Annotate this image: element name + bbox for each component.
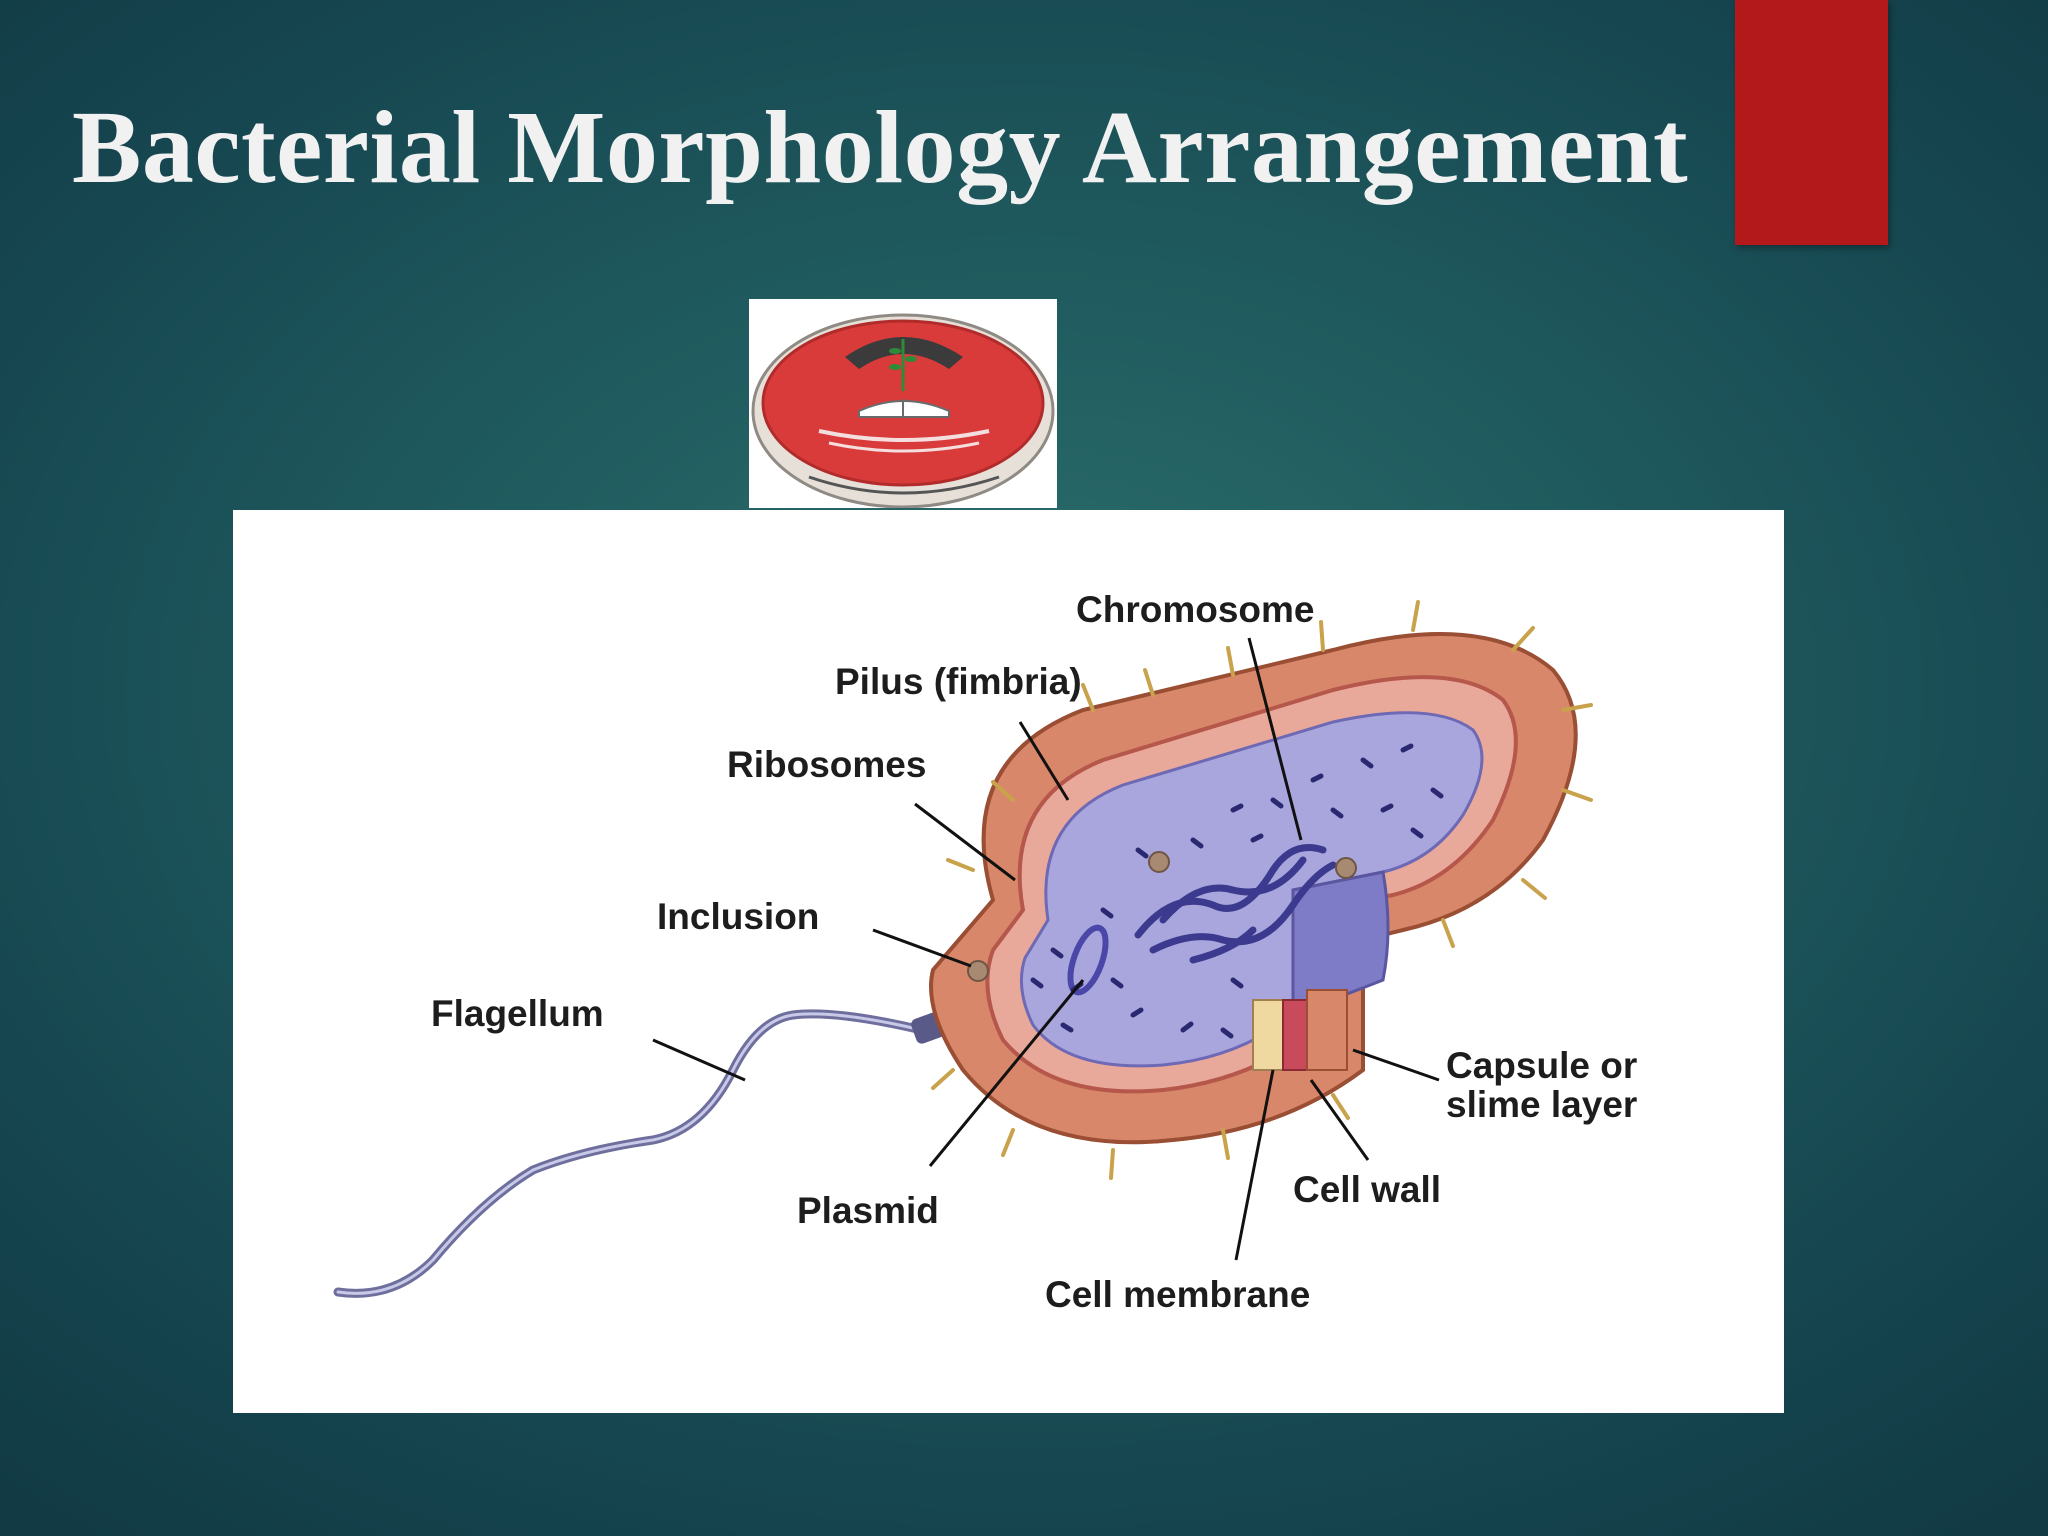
slide-title: Bacterial Morphology Arrangement <box>72 90 1689 205</box>
label-cell-wall: Cell wall <box>1293 1169 1442 1210</box>
university-seal-icon <box>751 313 1055 508</box>
label-inclusion: Inclusion <box>657 896 820 937</box>
flagellum-shape <box>333 1009 938 1298</box>
label-ribosomes: Ribosomes <box>727 744 927 785</box>
bacterial-cell-illustration <box>333 600 1593 1298</box>
label-chromosome: Chromosome <box>1076 589 1315 630</box>
label-capsule-line2: slime layer <box>1446 1084 1638 1125</box>
label-plasmid: Plasmid <box>797 1190 939 1231</box>
university-logo <box>749 299 1057 508</box>
pili-shape <box>931 600 1593 1180</box>
accent-bar <box>1735 0 1888 245</box>
label-cell-membrane: Cell membrane <box>1045 1274 1311 1315</box>
label-pilus: Pilus (fimbria) <box>835 661 1082 702</box>
label-flagellum: Flagellum <box>431 993 604 1034</box>
chromosome-shape <box>1134 844 1337 964</box>
plasmid-shape <box>1067 924 1109 996</box>
inclusion-shape <box>967 960 989 982</box>
leader-lines <box>652 637 1440 1261</box>
bacterial-cell-diagram: Chromosome Pilus (fimbria) Ribosomes Inc… <box>233 510 1784 1413</box>
label-capsule-line1: Capsule or <box>1446 1045 1638 1086</box>
